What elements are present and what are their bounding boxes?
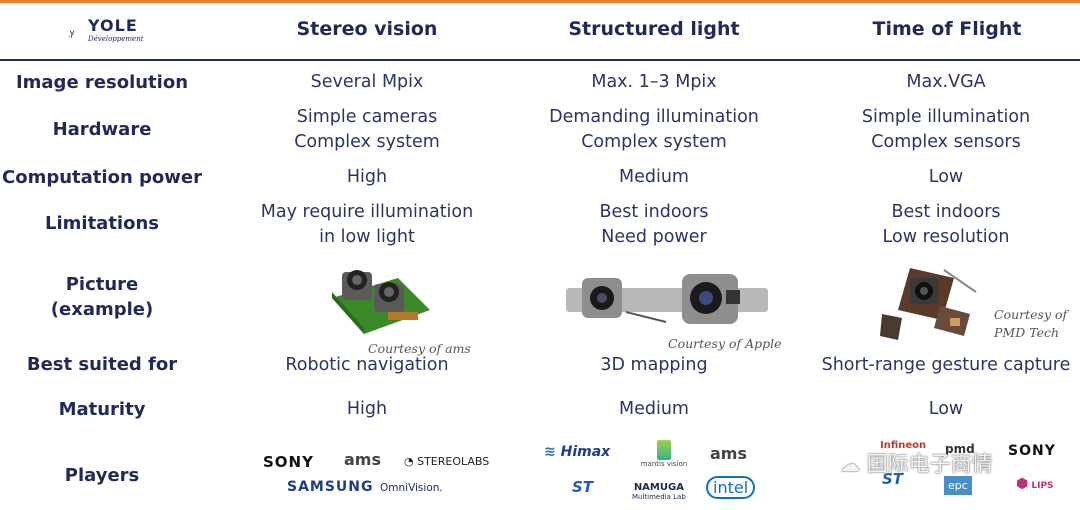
stereolabs-icon: ◔ [404,455,414,468]
cell-limitations-structured: Best indoors Need power [509,200,799,250]
top-accent-bar [0,0,1080,3]
cell-hardware-structured-line2: Complex system [581,132,727,152]
cell-hardware-tof-line2: Complex sensors [871,132,1021,152]
row-label-hardware: Hardware [52,119,152,140]
credit-structured: Courtesy of Apple [668,336,782,351]
cell-resolution-tof: Max.VGA [906,72,986,92]
player-logo-epc: epc [944,476,972,495]
player-logo-ams: ams [344,450,381,469]
row-label-players: Players [64,465,140,486]
row-label-best: Best suited for [26,354,178,375]
player-logo-sony-tof: SONY [1008,443,1056,459]
cell-resolution-stereo: Several Mpix [310,72,424,92]
wechat-icon: ☁ [840,452,860,476]
stereolabs-text: STEREOLABS [417,455,490,468]
cell-power-tof: Low [928,167,964,187]
cell-power-stereo: High [346,167,388,187]
cell-limitations-structured-line2: Need power [601,227,707,247]
player-logo-namuga: NAMUGA Multimedia Lab [632,482,686,501]
row-label-power: Computation power [2,167,202,188]
yole-logo-icon [68,30,75,38]
col-header-structured: Structured light [568,18,740,40]
namuga-text: NAMUGA [633,482,684,493]
col-header-stereo: Stereo vision [296,18,438,40]
brand-sub: Développement [88,35,144,43]
cell-resolution-structured: Max. 1–3 Mpix [591,72,717,92]
cell-maturity-structured: Medium [619,399,689,419]
lips-text: LIPS [1031,481,1054,491]
cell-hardware-stereo-line2: Complex system [294,132,440,152]
credit-tof: Courtesy of PMD Tech [994,306,1067,342]
player-logo-sony: SONY [263,453,314,471]
col-header-tof: Time of Flight [872,18,1022,40]
cell-limitations-tof-line1: Best indoors [891,202,1001,222]
tof-module-image [880,268,977,340]
cell-power-structured: Medium [619,167,689,187]
himax-text: Himax [560,444,611,460]
player-logo-omnivision: OmniVision. [380,482,443,494]
player-logo-pmd: pmd [945,442,975,456]
player-logo-lips: ⬢ LIPS [1016,476,1054,492]
cell-hardware-stereo-line1: Simple cameras [296,107,438,127]
row-label-picture-line1: Picture [65,274,139,295]
cell-limitations-tof: Best indoors Low resolution [801,200,1080,250]
watermark: ☁ 国际电子商情 [840,448,993,478]
cell-best-tof: Short-range gesture capture [821,355,1071,375]
player-logo-mantis: mantis vision [640,440,688,468]
watermark-text: 国际电子商情 [866,452,993,476]
lips-icon: ⬢ [1016,476,1029,492]
player-logo-st-tof: ST [882,470,904,488]
player-logo-st: ST [572,478,594,496]
cell-maturity-tof: Low [928,399,964,419]
player-logo-himax: ≋ Himax [544,444,610,460]
player-logo-stereolabs: ◔ STEREOLABS [404,455,489,468]
cell-limitations-structured-line1: Best indoors [599,202,709,222]
credit-tof-line1: Courtesy of [994,307,1068,322]
cell-limitations-stereo-line1: May require illumination [260,202,474,222]
cell-limitations-stereo: May require illumination in low light [222,200,512,250]
cell-best-stereo: Robotic navigation [285,355,449,375]
header-divider [0,59,1080,61]
credit-tof-line2: PMD Tech [994,325,1060,340]
credit-stereo: Courtesy of ams [368,341,471,356]
brand-name: YOLE [88,16,138,35]
structured-light-module-image [566,274,768,324]
stereo-camera-image [332,270,430,334]
cell-hardware-structured-line1: Demanding illumination [549,107,759,127]
cell-hardware-stereo: Simple cameras Complex system [222,105,512,155]
row-label-picture-line2: (example) [50,299,154,320]
cell-maturity-stereo: High [346,399,388,419]
himax-icon: ≋ [544,444,556,460]
cell-limitations-stereo-line2: in low light [319,227,415,247]
row-label-resolution: Image resolution [15,72,189,93]
cell-hardware-structured: Demanding illumination Complex system [509,105,799,155]
row-label-maturity: Maturity [58,399,146,420]
mantis-icon [657,440,671,460]
player-logo-intel: intel [706,476,756,499]
row-label-picture: Picture (example) [0,272,204,322]
player-logo-ams-structured: ams [710,444,747,463]
player-logo-infineon: Infineon [880,440,927,451]
cell-hardware-tof: Simple illumination Complex sensors [801,105,1080,155]
cell-best-structured: 3D mapping [600,355,708,375]
mantis-text: mantis vision [640,460,688,468]
player-logo-samsung: SAMSUNG [287,479,374,495]
cell-limitations-tof-line2: Low resolution [882,227,1010,247]
namuga-sub: Multimedia Lab [632,493,686,501]
cell-hardware-tof-line1: Simple illumination [861,107,1031,127]
row-label-limitations: Limitations [45,213,159,234]
